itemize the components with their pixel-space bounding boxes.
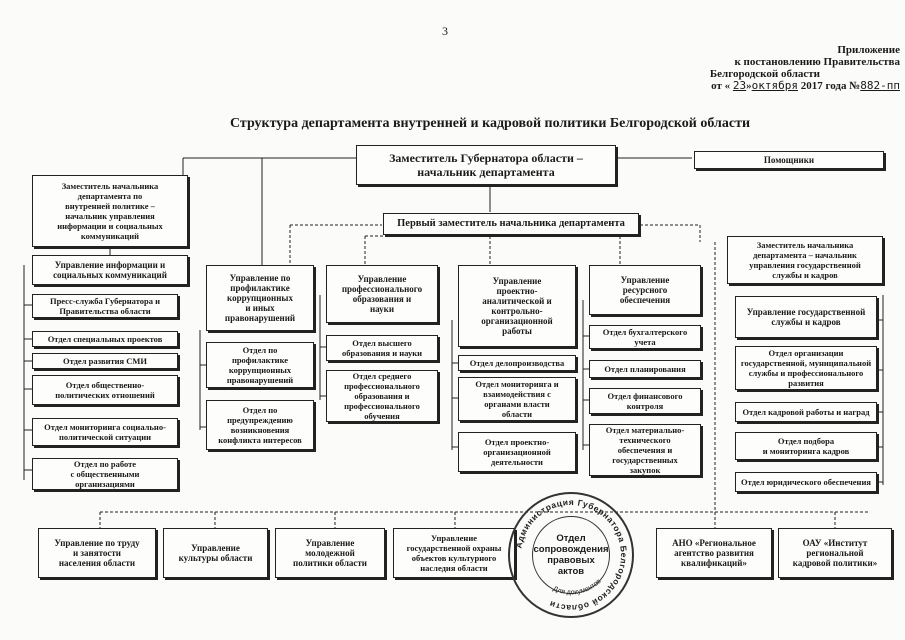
page-title: Структура департамента внутренней и кадр… — [229, 116, 751, 131]
col2-unit-0: Отдел высшего образования и науки — [326, 335, 438, 361]
left-deputy-box: Заместитель начальника департамента по в… — [32, 175, 188, 247]
col4-unit-2: Отдел финансового контроля — [589, 388, 701, 414]
left-unit-3: Отдел развития СМИ — [32, 353, 178, 369]
col1-unit-1: Отдел по предупреждению возникновения ко… — [206, 400, 314, 450]
col4-head: Управление ресурсного обеспечения — [589, 265, 701, 315]
col4-unit-1: Отдел планирования — [589, 360, 701, 378]
col1-head: Управление по профилактике коррупционных… — [206, 265, 314, 331]
appendix-line2: к постановлению Правительства — [734, 56, 900, 68]
right-unit-0: Управление государственной службы и кадр… — [735, 296, 877, 338]
col1-unit-0: Отдел по профилактике коррупционных прав… — [206, 342, 314, 388]
col3-head: Управление проектно- аналитической и кон… — [458, 265, 576, 347]
appendix-date: от « 23»октября 2017 года №882-пп — [711, 79, 900, 93]
svg-text:Для документов: Для документов — [552, 578, 603, 597]
appendix-header: Приложение к постановлению Правительства… — [600, 44, 900, 92]
left-unit-0: Управление информации и социальных комму… — [32, 255, 188, 285]
bottom-unit-2: Управление молодежной политики области — [275, 528, 385, 578]
right-unit-2: Отдел кадровой работы и наград — [735, 402, 877, 422]
bottom-unit-0: Управление по труду и занятости населени… — [38, 528, 156, 578]
left-unit-6: Отдел по работе с общественными организа… — [32, 458, 178, 490]
left-unit-5: Отдел мониторинга социально- политическо… — [32, 418, 178, 446]
col2-head: Управление профессионального образования… — [326, 265, 438, 323]
col2-unit-1: Отдел среднего профессионального образов… — [326, 370, 438, 422]
stamp-center: Отдел сопровождения правовых актов — [532, 516, 610, 594]
col3-unit-0: Отдел делопроизводства — [458, 355, 576, 371]
right-unit-3: Отдел подбора и мониторинга кадров — [735, 432, 877, 460]
appendix-line3: Белгородской области — [709, 68, 820, 80]
bottom-unit-1: Управление культуры области — [163, 528, 268, 578]
head-box: Заместитель Губернатора области – началь… — [356, 145, 616, 185]
col3-unit-2: Отдел проектно- организационной деятельн… — [458, 432, 576, 472]
stamp-ring-text: Администрация Губернатора Белгородской о… — [513, 497, 628, 613]
left-unit-1: Пресс-служба Губернатора и Правительства… — [32, 294, 178, 318]
stamp-bottom: Для документов — [552, 578, 603, 597]
col4-unit-3: Отдел материально- технического обеспече… — [589, 424, 701, 476]
page-number: 3 — [442, 24, 448, 38]
assistants-box: Помощники — [694, 151, 884, 169]
col3-unit-1: Отдел мониторинга и взаимодействия с орг… — [458, 377, 576, 421]
bottom-unit-3: Управление государственной охраны объект… — [393, 528, 515, 578]
left-unit-4: Отдел общественно- политических отношени… — [32, 375, 178, 405]
appendix-line1: Приложение — [837, 44, 900, 56]
right-unit-1: Отдел организации государственной, муниц… — [735, 346, 877, 390]
stamp: Администрация Губернатора Белгородской о… — [508, 492, 634, 618]
date-number: 882-пп — [860, 79, 900, 92]
right-unit-4: Отдел юридического обеспечения — [735, 472, 877, 492]
bottom-right-1: ОАУ «Институт региональной кадровой поли… — [778, 528, 892, 578]
bottom-right-0: АНО «Региональное агентство развития ква… — [656, 528, 772, 578]
col4-unit-0: Отдел бухгалтерского учета — [589, 325, 701, 349]
left-unit-2: Отдел специальных проектов — [32, 331, 178, 347]
first-deputy-box: Первый заместитель начальника департамен… — [383, 213, 639, 235]
date-day: 23 — [732, 79, 747, 92]
right-deputy-box: Заместитель начальника департамента – на… — [727, 236, 883, 284]
date-month: октября — [751, 79, 798, 92]
